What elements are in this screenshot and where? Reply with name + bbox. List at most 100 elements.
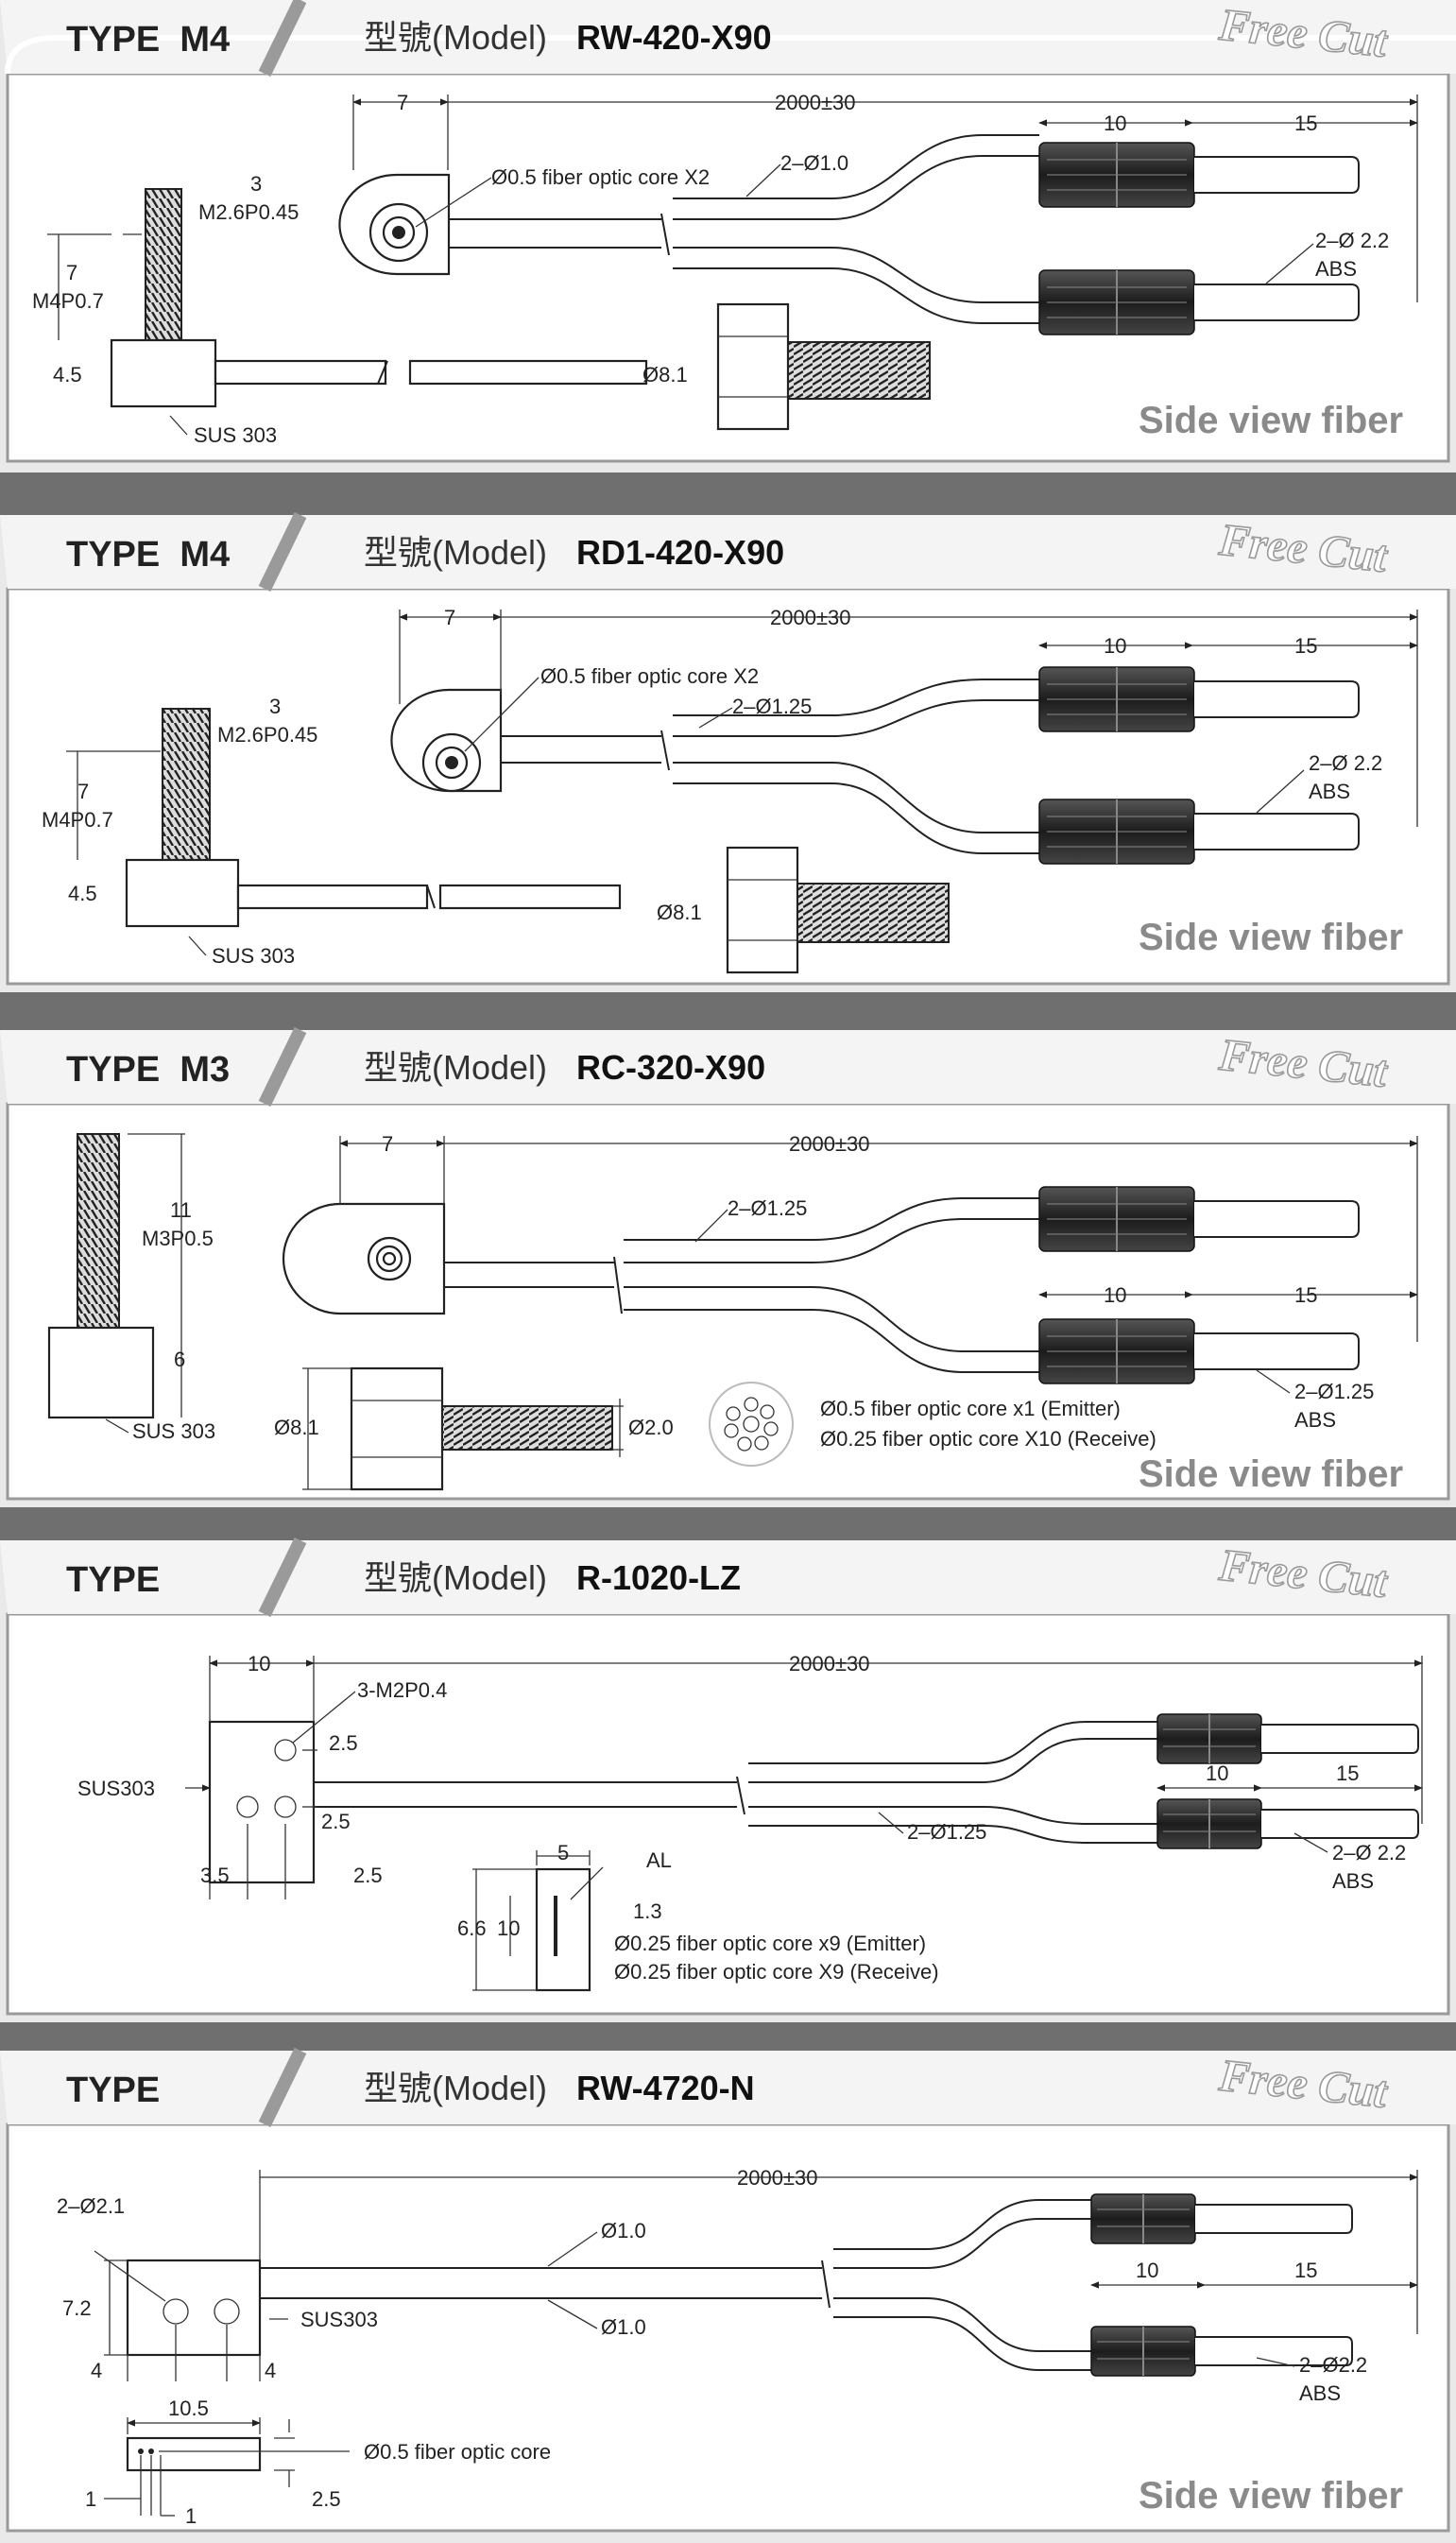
dim-head-width: 7 bbox=[444, 606, 455, 629]
nut-side-view bbox=[302, 1366, 624, 1491]
type-label: TYPE M3 bbox=[66, 1050, 230, 1090]
model-label: 型號(Model) bbox=[364, 2069, 547, 2107]
dim-fiber-bot: Ø1.0 bbox=[601, 2315, 646, 2339]
model-code: RC-320-X90 bbox=[576, 1048, 765, 1087]
sensor-head bbox=[390, 679, 1039, 854]
dim-tip: 15 bbox=[1294, 634, 1317, 658]
dim-abs: ABS bbox=[1294, 1408, 1336, 1432]
dim-face-w: 5 bbox=[557, 1841, 569, 1864]
dim-fiber: 2–Ø1.0 bbox=[780, 151, 848, 175]
dim-core-receive: Ø0.25 fiber optic core X10 (Receive) bbox=[820, 1427, 1156, 1451]
dim-fiber: 2–Ø1.25 bbox=[907, 1820, 986, 1844]
dim-sleeve: 10 bbox=[1206, 1761, 1228, 1785]
side-view-label: Side view fiber bbox=[1139, 917, 1403, 958]
dim-tip: 15 bbox=[1294, 112, 1317, 135]
dim-thread: M3P0.5 bbox=[142, 1227, 214, 1250]
fiber-end-face bbox=[709, 1382, 794, 1467]
dim-material: SUS 303 bbox=[194, 423, 277, 447]
dim-face-h-outer: 6.6 bbox=[457, 1916, 487, 1940]
dim-bot-left: 3.5 bbox=[200, 1864, 230, 1887]
dim-material: SUS 303 bbox=[132, 1419, 215, 1443]
dim-thread-top: M2.6P0.45 bbox=[217, 723, 317, 747]
model-label: 型號(Model) bbox=[364, 18, 547, 57]
section-1: TYPE M4 型號(Model) RW-420-X90 Free Cut Si… bbox=[0, 0, 1456, 473]
type-label: TYPE bbox=[66, 1560, 160, 1600]
nut-side-view bbox=[726, 846, 950, 974]
dim-core: Ø0.5 fiber optic core X2 bbox=[491, 165, 710, 189]
dim-fiber-top: Ø1.0 bbox=[601, 2219, 646, 2242]
dim-core-emitter: Ø0.25 fiber optic core x9 (Emitter) bbox=[614, 1932, 926, 1955]
dim-tip-dia: Ø2.0 bbox=[628, 1416, 674, 1439]
dim-side-len: 10.5 bbox=[168, 2397, 209, 2420]
dim-fiber: 2–Ø1.25 bbox=[728, 1196, 807, 1220]
sensor-head bbox=[338, 134, 1039, 324]
dim-hole-sp1: 2.5 bbox=[329, 1731, 358, 1755]
end-face-view bbox=[472, 1850, 604, 1992]
type-label: TYPE M4 bbox=[66, 535, 230, 575]
dim-material: SUS303 bbox=[77, 1777, 155, 1800]
sensor-block bbox=[94, 2170, 1418, 2381]
section-4: TYPE 型號(Model) R-1020-LZ Free Cut bbox=[0, 1537, 1456, 2022]
dim-sleeve: 10 bbox=[1104, 112, 1126, 135]
model-code: RW-4720-N bbox=[576, 2069, 755, 2107]
dim-nut-dia: Ø8.1 bbox=[642, 363, 688, 387]
dim-thread-top-len: 3 bbox=[250, 172, 262, 196]
type-label: TYPE bbox=[66, 2070, 160, 2110]
type-label: TYPE M4 bbox=[66, 20, 230, 60]
dim-length: 2000±30 bbox=[737, 2166, 818, 2190]
dim-tip: 15 bbox=[1336, 1761, 1359, 1785]
nut-side-view bbox=[716, 302, 931, 431]
dim-thread-top-len: 3 bbox=[269, 695, 281, 718]
dim-thread: M4P0.7 bbox=[42, 808, 113, 832]
section-3: TYPE M3 型號(Model) RC-320-X90 Free Cut Si… bbox=[0, 1026, 1456, 1507]
dim-abs: ABS bbox=[1299, 2381, 1341, 2405]
dim-abs-dia: 2–Ø 2.2 bbox=[1309, 751, 1382, 775]
model-label: 型號(Model) bbox=[364, 1558, 547, 1597]
dim-material: SUS 303 bbox=[212, 944, 295, 968]
model-label: 型號(Model) bbox=[364, 1048, 547, 1087]
model-code: RD1-420-X90 bbox=[576, 533, 784, 572]
dim-nut-dia: Ø8.1 bbox=[657, 901, 702, 924]
dim-nut-dia: Ø8.1 bbox=[274, 1416, 319, 1439]
dim-face-mat: AL bbox=[646, 1848, 672, 1872]
model-code: R-1020-LZ bbox=[576, 1558, 741, 1597]
dim-sleeve: 10 bbox=[1136, 2259, 1158, 2282]
sensor-block bbox=[185, 1656, 1423, 1899]
dim-face-gap: 1.3 bbox=[633, 1899, 662, 1923]
dim-head-width: 7 bbox=[397, 91, 408, 114]
section-5: TYPE 型號(Model) RW-4720-N Free Cut Side v… bbox=[0, 2047, 1456, 2543]
dim-bot-right: 2.5 bbox=[353, 1864, 383, 1887]
side-view-label: Side view fiber bbox=[1139, 1453, 1403, 1495]
dim-abs-dia: 2–Ø1.25 bbox=[1294, 1380, 1374, 1403]
dim-material: SUS303 bbox=[300, 2308, 378, 2331]
dim-abs-dia: 2–Ø 2.2 bbox=[1315, 229, 1389, 252]
dim-side-h: 2.5 bbox=[312, 2487, 341, 2511]
dim-block-h: 7.2 bbox=[62, 2296, 92, 2320]
dim-block-width: 10 bbox=[248, 1652, 270, 1675]
dim-sleeve: 10 bbox=[1104, 1283, 1126, 1307]
threaded-stud bbox=[47, 188, 648, 408]
dim-length: 2000±30 bbox=[789, 1132, 870, 1156]
dim-tip: 15 bbox=[1294, 1283, 1317, 1307]
dim-thread-len: 11 bbox=[170, 1198, 192, 1222]
dim-hole-sp2: 2.5 bbox=[321, 1810, 351, 1833]
dim-thread-len: 7 bbox=[77, 780, 89, 803]
sensor-head bbox=[282, 1197, 1039, 1373]
dim-abs-dia: 2–Ø 2.2 bbox=[1332, 1841, 1406, 1864]
dim-edge-r: 4 bbox=[265, 2359, 276, 2382]
dim-thread-len: 7 bbox=[66, 261, 77, 284]
dim-abs: ABS bbox=[1332, 1869, 1374, 1893]
side-profile bbox=[104, 2417, 350, 2517]
model-code: RW-420-X90 bbox=[576, 18, 772, 57]
threaded-stud bbox=[47, 1133, 185, 1419]
section-2: TYPE M4 型號(Model) RD1-420-X90 Free Cut S… bbox=[0, 511, 1456, 992]
dim-thread-top: M2.6P0.45 bbox=[198, 200, 299, 224]
dim-pitch-a: 1 bbox=[85, 2487, 96, 2511]
dim-core: Ø0.5 fiber optic core bbox=[364, 2440, 551, 2464]
dim-abs-dia: 2–Ø2.2 bbox=[1299, 2353, 1367, 2377]
dim-core-receive: Ø0.25 fiber optic core X9 (Receive) bbox=[614, 1960, 939, 1984]
dim-nut-h: 4.5 bbox=[68, 882, 97, 905]
dim-sleeve: 10 bbox=[1104, 634, 1126, 658]
dim-core-emitter: Ø0.5 fiber optic core x1 (Emitter) bbox=[820, 1397, 1121, 1420]
side-view-label: Side view fiber bbox=[1139, 2475, 1403, 2517]
